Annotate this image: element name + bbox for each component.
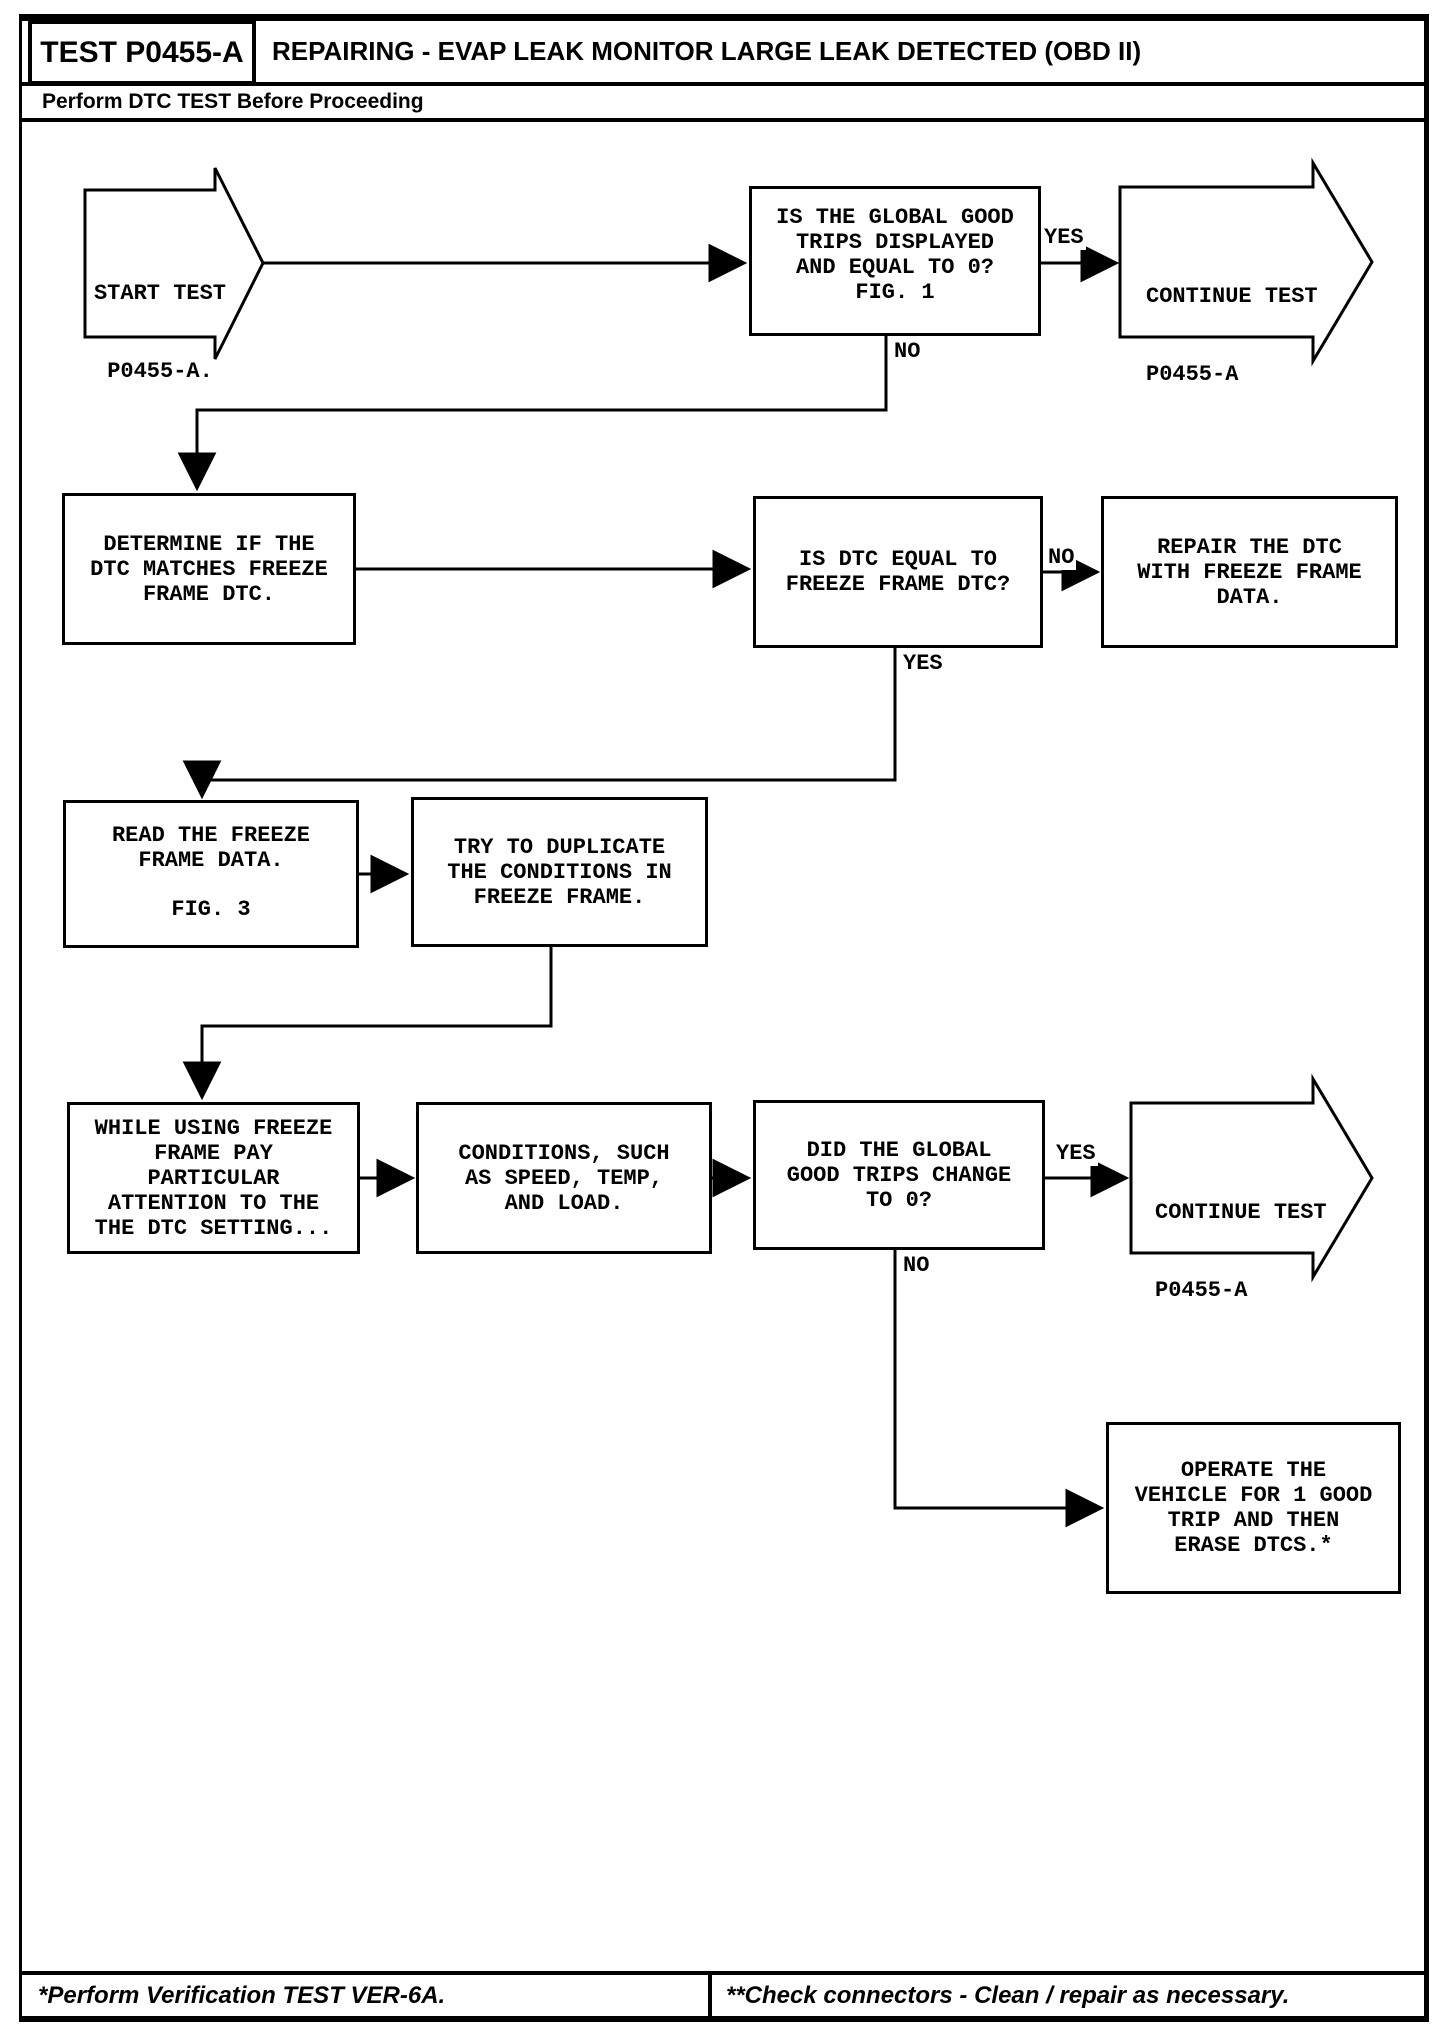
node-text-line: FREEZE FRAME. xyxy=(473,884,646,910)
connector-q3-no-to-operate xyxy=(893,1250,1105,1528)
footer-bottom-border xyxy=(19,2016,1429,2022)
edge-label-yes-2: YES xyxy=(901,651,945,676)
node-text-line: AND LOAD. xyxy=(504,1190,624,1216)
continue-arrow-shape-1 xyxy=(1118,157,1374,367)
node-text-line: READ THE FREEZE xyxy=(111,823,311,848)
node-continue-test-1: CONTINUE TEST P0455-A xyxy=(1146,232,1318,414)
node-global-good-trips-question: IS THE GLOBAL GOOD TRIPS DISPLAYED AND E… xyxy=(749,186,1041,336)
header-divider-2 xyxy=(19,118,1429,122)
continue-arrow-shape-2 xyxy=(1129,1073,1374,1283)
node-read-freeze-frame: READ THE FREEZE FRAME DATA. FIG. 3 xyxy=(63,800,359,948)
node-text-line: AS SPEED, TEMP, xyxy=(464,1165,664,1191)
node-good-trips-change-question: DID THE GLOBAL GOOD TRIPS CHANGE TO 0? xyxy=(753,1100,1045,1250)
node-text-line: OPERATE THE xyxy=(1180,1458,1327,1483)
footer-note-right: **Check connectors - Clean / repair as n… xyxy=(726,1982,1290,2009)
node-text-line: WITH FREEZE FRAME xyxy=(1137,559,1362,585)
node-text-line: WHILE USING FREEZE xyxy=(94,1115,333,1141)
node-text-line: THE CONDITIONS IN xyxy=(447,859,672,885)
frame-top-border xyxy=(19,14,1429,21)
header-test-label: TEST P0455-A xyxy=(40,35,244,69)
page-title: REPAIRING - EVAP LEAK MONITOR LARGE LEAK… xyxy=(272,36,1142,66)
node-duplicate-conditions: TRY TO DUPLICATE THE CONDITIONS IN FREEZ… xyxy=(411,797,708,947)
node-text-line: AND EQUAL TO 0? xyxy=(795,255,995,280)
node-start-test: START TEST P0455-A. xyxy=(90,229,230,411)
page-subtitle: Perform DTC TEST Before Proceeding xyxy=(42,90,424,113)
footer-top-border xyxy=(19,1971,1429,1975)
node-text-line: GOOD TRIPS CHANGE xyxy=(786,1162,1012,1188)
frame-right-border xyxy=(1424,14,1429,2022)
node-text-line: FIG. 1 xyxy=(855,280,935,305)
edge-label-no-2: NO xyxy=(1046,545,1077,570)
node-repair-dtc: REPAIR THE DTC WITH FREEZE FRAME DATA. xyxy=(1101,496,1398,648)
node-dtc-equal-question: IS DTC EQUAL TO FREEZE FRAME DTC? xyxy=(753,496,1043,648)
connector-q1-no-to-determine xyxy=(177,336,888,492)
footer-cell-divider xyxy=(708,1971,712,2022)
node-text-line: TRIPS DISPLAYED xyxy=(795,230,995,255)
node-text-line: IS THE GLOBAL GOOD xyxy=(776,205,1014,230)
node-while-using-freeze-frame: WHILE USING FREEZE FRAME PAY PARTICULAR … xyxy=(67,1102,360,1254)
node-text-line: CONTINUE TEST xyxy=(1146,284,1318,309)
connector-duplicate-to-while xyxy=(182,947,553,1101)
node-text-line: FRAME PAY xyxy=(154,1140,273,1166)
header-divider-1 xyxy=(19,82,1429,86)
node-text-line: ATTENTION TO THE xyxy=(107,1190,320,1216)
edge-label-yes-3: YES xyxy=(1054,1141,1098,1166)
node-text-line: TRY TO DUPLICATE xyxy=(453,834,666,860)
node-text-line: IS DTC EQUAL TO xyxy=(798,547,998,572)
node-text-line: TRIP AND THEN xyxy=(1167,1508,1340,1533)
node-text-line: FRAME DTC. xyxy=(142,581,276,607)
node-text-line: THE DTC SETTING... xyxy=(94,1215,333,1241)
node-operate-vehicle: OPERATE THE VEHICLE FOR 1 GOOD TRIP AND … xyxy=(1106,1422,1401,1594)
node-text-line: FIG. 3 xyxy=(171,897,251,922)
node-text-line: PARTICULAR xyxy=(147,1165,280,1191)
node-text-line: FREEZE FRAME DTC? xyxy=(785,572,1011,597)
node-text-line: ERASE DTCS.* xyxy=(1174,1533,1333,1558)
node-text-line: FRAME DATA. xyxy=(138,848,284,873)
node-text-line: CONDITIONS, SUCH xyxy=(458,1140,670,1166)
node-conditions-speed-temp-load: CONDITIONS, SUCH AS SPEED, TEMP, AND LOA… xyxy=(416,1102,712,1254)
node-text-line: VEHICLE FOR 1 GOOD xyxy=(1134,1483,1373,1508)
edge-label-no-3: NO xyxy=(901,1253,932,1278)
start-arrow-shape xyxy=(83,167,265,360)
frame-left-border xyxy=(19,14,22,2022)
edge-label-yes-1: YES xyxy=(1042,225,1086,250)
node-text-line: REPAIR THE DTC xyxy=(1157,534,1342,560)
edge-label-no-1: NO xyxy=(892,339,923,364)
header-test-label-box: TEST P0455-A xyxy=(28,20,256,85)
node-text-line: P0455-A xyxy=(1155,1278,1248,1303)
node-continue-test-2: CONTINUE TEST P0455-A xyxy=(1155,1148,1327,1330)
node-text-line: P0455-A. xyxy=(107,359,213,384)
node-text-line: DETERMINE IF THE xyxy=(103,531,315,557)
node-text-line: DATA. xyxy=(1216,584,1283,610)
node-determine-dtc: DETERMINE IF THE DTC MATCHES FREEZE FRAM… xyxy=(62,493,356,645)
node-text-line: CONTINUE TEST xyxy=(1155,1200,1327,1225)
node-text-line: TO 0? xyxy=(865,1187,932,1213)
footer-note-left: *Perform Verification TEST VER-6A. xyxy=(38,1982,446,2009)
connector-q2-yes-to-read xyxy=(182,648,897,800)
node-text-line: P0455-A xyxy=(1146,362,1239,387)
node-text-line: DID THE GLOBAL xyxy=(806,1137,992,1163)
node-text-line: DTC MATCHES FREEZE xyxy=(90,556,328,582)
node-text-line: START TEST xyxy=(93,281,227,306)
node-text-spacer xyxy=(66,873,356,897)
